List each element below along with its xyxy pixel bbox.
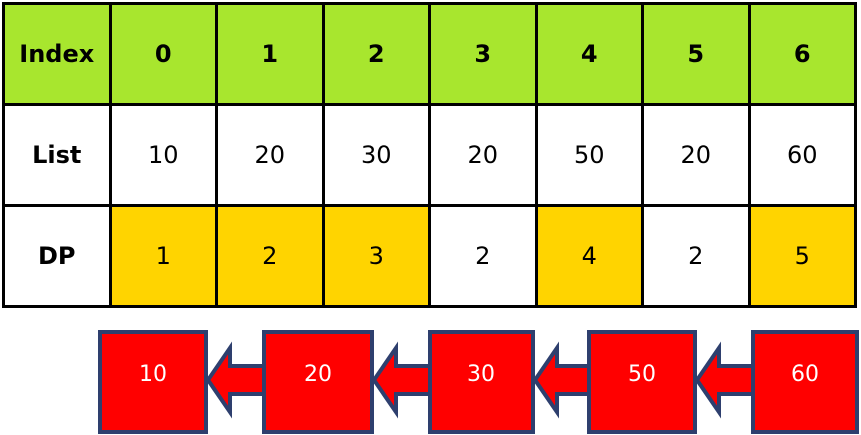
index-cell: 4 (534, 2, 644, 106)
chain-node-box (428, 330, 535, 434)
index-row: Index 0 1 2 3 4 5 6 (2, 2, 857, 106)
arrow-left-icon (694, 341, 755, 419)
index-cell: 2 (321, 2, 431, 106)
chain-node-label: 10 (139, 362, 167, 387)
list-row: List 10 20 30 20 50 20 60 (2, 103, 857, 207)
list-cell: 20 (215, 103, 325, 207)
list-cell: 20 (641, 103, 751, 207)
list-cell: 20 (428, 103, 538, 207)
chain-node-label: 30 (467, 362, 495, 387)
dp-cell: 4 (534, 204, 644, 308)
lis-chain (98, 330, 859, 434)
arrow-left-icon (371, 341, 432, 419)
arrow-left-icon (205, 341, 266, 419)
dp-cell: 2 (215, 204, 325, 308)
index-row-label: Index (2, 2, 112, 106)
list-cell: 50 (534, 103, 644, 207)
dp-cell: 5 (747, 204, 857, 308)
chain-node-box (262, 330, 374, 434)
index-cell: 0 (108, 2, 218, 106)
list-row-label: List (2, 103, 112, 207)
chain-node-box (587, 330, 697, 434)
dp-cell: 3 (321, 204, 431, 308)
chain-node-label: 60 (791, 362, 819, 387)
list-cell: 60 (747, 103, 857, 207)
list-cell: 30 (321, 103, 431, 207)
list-cell: 10 (108, 103, 218, 207)
index-cell: 1 (215, 2, 325, 106)
dp-table: Index 0 1 2 3 4 5 6 List 10 20 30 20 50 … (2, 2, 857, 308)
index-cell: 3 (428, 2, 538, 106)
dp-row: DP 1 2 3 2 4 2 5 (2, 204, 857, 308)
chain-node-box (98, 330, 208, 434)
dp-cell: 1 (108, 204, 218, 308)
index-cell: 6 (747, 2, 857, 106)
chain-node-label: 20 (304, 362, 332, 387)
dp-row-label: DP (2, 204, 112, 308)
dp-cell: 2 (641, 204, 751, 308)
index-cell: 5 (641, 2, 751, 106)
dp-cell: 2 (428, 204, 538, 308)
chain-node-label: 50 (628, 362, 656, 387)
arrow-left-icon (532, 341, 591, 419)
chain-node-box (751, 330, 859, 434)
